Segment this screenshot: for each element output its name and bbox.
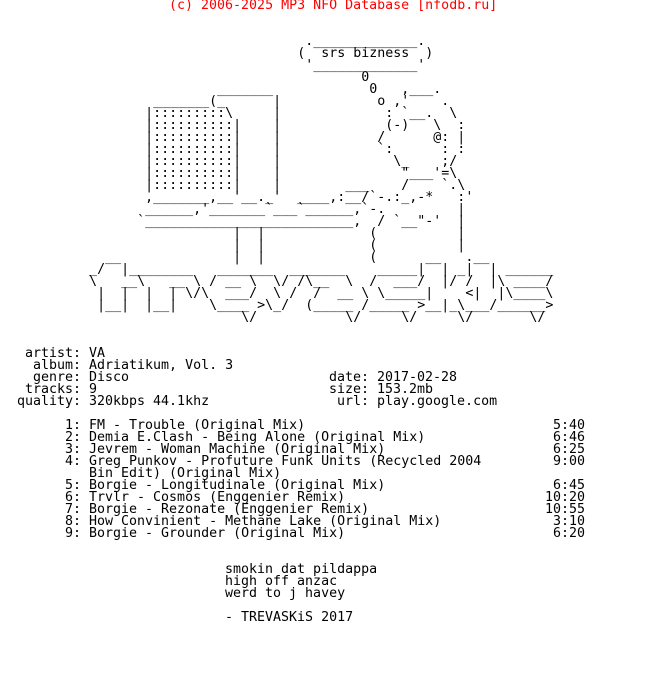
track-duration: 10:55 (544, 502, 585, 517)
album-label: album: (32, 358, 81, 373)
info-row-genre: genre: Disco date: 2017-02-28 (1, 370, 661, 385)
ascii-art-line: |::::::::::| | \_ ;/ (1, 154, 458, 169)
track-duration: 10:20 (544, 490, 585, 505)
track-duration: 6:20 (552, 526, 585, 541)
track-row: 9: Borgie - Grounder (Original Mix) 6:20 (1, 526, 661, 541)
track-number: 6: (64, 490, 81, 505)
track-title: Borgie - Grounder (Original Mix) (89, 526, 346, 541)
track-duration: 5:40 (552, 418, 585, 433)
footer-line: smokin dat pildappa (225, 562, 378, 577)
track-row: 8: How Convinient - Methane Lake (Origina… (1, 514, 661, 529)
size-value: 153.2mb (377, 382, 434, 397)
ascii-art-line: |__| |__| \____ >\_/ (_____ /_____ >__|_… (1, 298, 554, 313)
track-title: Jevrem - Woman Machine (Original Mix) (89, 442, 386, 457)
ascii-art-line: __ | | ( __ .__ (1, 250, 490, 265)
info-row-album: album: Adriatikum, Vol. 3 (1, 358, 661, 373)
url-label: url: (336, 394, 369, 409)
track-row: 4: Greg Punkov - Profuture Funk Units (Re… (1, 454, 661, 481)
footer-line: werd to j havey (225, 586, 346, 601)
ascii-art-line: |::::::::::| | (-) \ : (1, 118, 466, 133)
track-number: 2: (64, 430, 81, 445)
tracks-label: tracks: (24, 382, 81, 397)
track-title: Demia E.Clash - Being Alone (Original Mi… (89, 430, 426, 445)
tracklist: 1: FM - Trouble (Original Mix) 5:40 2: Demia… (1, 418, 661, 541)
track-title: How Convinient - Methane Lake (Original … (89, 514, 442, 529)
ascii-art-line: |::::::::::| | "___'=\ (1, 166, 458, 181)
track-number: 4: (64, 454, 81, 469)
artist-value: VA (89, 346, 106, 361)
track-title: FM - Trouble (Original Mix) (89, 418, 306, 433)
track-number: 1: (64, 418, 81, 433)
info-row-quality: quality: 320kbps 44.1khz url: play.googl… (1, 394, 661, 409)
ascii-art-line: |:::::::::\ | : `__. \ (1, 106, 458, 121)
track-row: 7: Borgie - Rezonate (Enggenier Remix) 10:… (1, 502, 661, 517)
track-duration: 6:45 (552, 478, 585, 493)
ascii-art-line: 0 (1, 70, 370, 85)
track-row: 5: Borgie - Longitudinale (Original Mix) 6… (1, 478, 661, 493)
track-number: 3: (64, 442, 81, 457)
track-duration: 6:25 (552, 442, 585, 457)
artist-label: artist: (24, 346, 81, 361)
ascii-art-line: |::::::::::| | / @: | (1, 130, 466, 145)
ascii-art-line: ______,'_______`___`______,`-. | (1, 202, 466, 217)
track-row: 6: Trvlr - Cosmos (Enggenier Remix) 10:20 (1, 490, 661, 505)
tracks-value: 9 (89, 382, 98, 397)
ascii-art-line: ( srs bizness ) (1, 46, 434, 61)
info-row-tracks: tracks: 9 size: 153.2mb (1, 382, 661, 397)
size-label: size: (328, 382, 369, 397)
track-title: Greg Punkov - Profuture Funk Units (Recy… (89, 454, 482, 481)
info-row-artist: artist: VA (1, 346, 661, 361)
quality-label: quality: (16, 394, 81, 409)
footer-line: - TREVASKiS 2017 (225, 610, 354, 625)
ascii-art-line: _______ 0 ,___. (1, 82, 442, 97)
track-title: Borgie - Longitudinale (Original Mix) (89, 478, 386, 493)
ascii-art-line: \/ \/ \/ \/ \/ (1, 310, 546, 325)
track-number: 9: (64, 526, 81, 541)
album-value: Adriatikum, Vol. 3 (89, 358, 234, 373)
url-value: play.google.com (377, 394, 498, 409)
date-label: date: (328, 370, 369, 385)
track-row: 3: Jevrem - Woman Machine (Original Mix) 6… (1, 442, 661, 457)
ascii-art-line: | | ( | (1, 226, 466, 241)
track-duration: 6:46 (552, 430, 585, 445)
track-number: 5: (64, 478, 81, 493)
genre-value: Disco (89, 370, 130, 385)
track-duration: 3:10 (552, 514, 585, 529)
track-number: 8: (64, 514, 81, 529)
nfo-database-header: (c) 2006-2025 MP3 NFO Database [nfodb.ru… (169, 0, 498, 13)
ascii-art-line: _______(_ | o ,' . (1, 94, 450, 109)
ascii-art-line: `__________________________, / `__"-' | (1, 214, 466, 229)
ascii-art-line: | | | | \/\ ___/ \ / / __ \ \_____| <| |… (1, 286, 554, 301)
track-title: Borgie - Rezonate (Enggenier Remix) (89, 502, 370, 517)
ascii-art-line: |::::::::::| | `: : : (1, 142, 466, 157)
ascii-art-line: \ __\ __ \ / __ \ \/ /\__ \ / ___/ |/ / … (1, 274, 554, 289)
quality-value: 320kbps 44.1khz (89, 394, 210, 409)
ascii-art-line: ,_______,__'__._' ____,:__/`-.:_,-* :' (1, 190, 474, 205)
track-row: 1: FM - Trouble (Original Mix) 5:40 (1, 418, 661, 433)
ascii-art-line: '_____________' (1, 58, 426, 73)
ascii-art-logo: ._____________. ( srs bizness ) '_______… (1, 34, 554, 325)
track-duration: 9:00 (552, 454, 585, 469)
track-title: Trvlr - Cosmos (Enggenier Remix) (89, 490, 346, 505)
track-number: 7: (64, 502, 81, 517)
date-value: 2017-02-28 (377, 370, 458, 385)
footer-line: high off anzac (225, 574, 338, 589)
ascii-art-line: _/ |________ _______ _______ _____| | _|… (1, 262, 554, 277)
track-row: 2: Demia E.Clash - Being Alone (Original … (1, 430, 661, 445)
genre-label: genre: (32, 370, 81, 385)
ascii-art-line: |::::::::::| | ___ / `.\ (1, 178, 466, 193)
ascii-art-line: ._____________. (1, 34, 426, 49)
ascii-art-line: | | ( | (1, 238, 466, 253)
